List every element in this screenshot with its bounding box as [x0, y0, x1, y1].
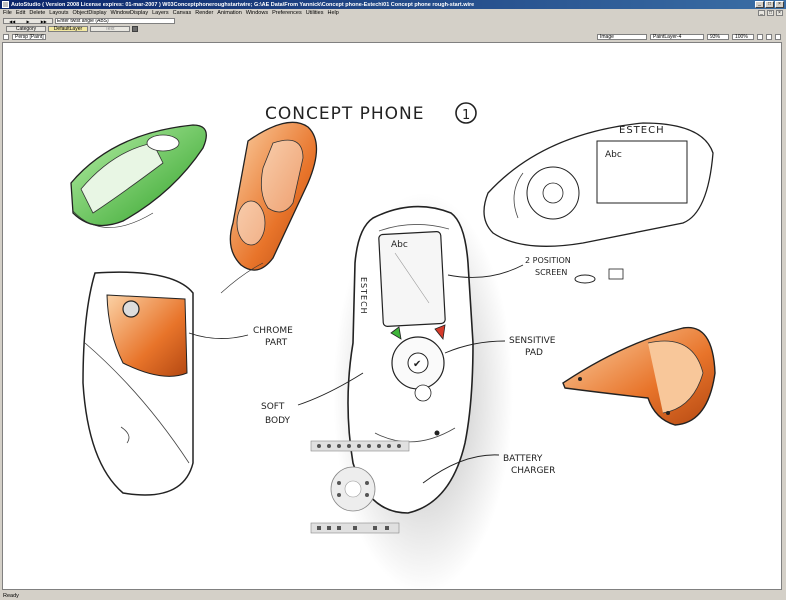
view-toggle[interactable]: [3, 34, 9, 40]
paint-layer-field[interactable]: PaintLayer-4: [650, 34, 704, 40]
tab-category[interactable]: Category: [6, 26, 46, 32]
svg-text:PAD: PAD: [525, 348, 543, 358]
view-name[interactable]: Persp [Paint]: [12, 34, 46, 40]
window-controls: _ □ ×: [755, 1, 784, 8]
playback-controls[interactable]: ◀◀ ▶ ▶▶: [3, 18, 53, 24]
layer-tab-bar: Category DefaultLayer Text: [0, 25, 786, 33]
label-battery-charger: BATTERY CHARGER: [422, 454, 555, 484]
concept-sketch: CONCEPT PHONE 1: [70, 102, 716, 589]
percent-field[interactable]: 100%: [732, 34, 754, 40]
menu-edit[interactable]: Edit: [15, 10, 26, 16]
doc-close-button[interactable]: ×: [776, 10, 783, 16]
title-bar: AutoStudio ( Version 2008 License expire…: [0, 0, 786, 9]
minimize-button[interactable]: _: [755, 1, 764, 8]
title-number: 1: [462, 108, 470, 123]
menu-layouts[interactable]: Layouts: [49, 10, 69, 16]
maximize-button[interactable]: □: [765, 1, 774, 8]
close-button[interactable]: ×: [775, 1, 784, 8]
title-circle: [455, 102, 477, 124]
label-chrome-part: CHROME PART: [188, 326, 293, 348]
canvas-option-1[interactable]: [757, 34, 763, 40]
forward-icon[interactable]: ▶▶: [40, 18, 47, 24]
zoom-field[interactable]: 93%: [707, 34, 729, 40]
play-icon[interactable]: ▶: [26, 18, 30, 24]
label-soft-body: SOFT BODY: [261, 372, 364, 426]
canvas-option-2[interactable]: [766, 34, 772, 40]
svg-text:SOFT: SOFT: [261, 402, 285, 412]
menu-animation[interactable]: Animation: [217, 10, 242, 16]
label-sensitive-pad: SENSITIVE PAD: [444, 336, 556, 358]
canvas-option-3[interactable]: [775, 34, 781, 40]
tab-default-layer[interactable]: DefaultLayer: [48, 26, 88, 32]
canvas-header: Persp [Paint] Image PaintLayer-4 93% 100…: [0, 33, 786, 41]
sketch-canvas[interactable]: CONCEPT PHONE 1: [2, 42, 782, 590]
menu-canvas[interactable]: Canvas: [172, 10, 192, 16]
svg-text:PART: PART: [265, 338, 288, 348]
label-position-screen: 2 POSITION SCREEN: [447, 256, 571, 278]
app-icon: [2, 1, 9, 8]
menu-windowdisplay[interactable]: WindowDisplay: [110, 10, 149, 16]
svg-text:SCREEN: SCREEN: [535, 268, 567, 277]
menu-bar: File Edit Delete Layouts ObjectDisplay W…: [0, 9, 786, 17]
status-text: Ready: [3, 592, 19, 599]
brush-palette[interactable]: [310, 440, 410, 534]
svg-text:CHROME: CHROME: [253, 326, 293, 336]
svg-text:2 POSITION: 2 POSITION: [525, 256, 571, 265]
battery-charger-sketch: [562, 326, 716, 426]
menu-render[interactable]: Render: [195, 10, 214, 16]
window-title: AutoStudio ( Version 2008 License expire…: [11, 1, 475, 8]
menu-objectdisplay[interactable]: ObjectDisplay: [72, 10, 107, 16]
tab-text[interactable]: Text: [90, 26, 130, 32]
svg-text:CHARGER: CHARGER: [511, 466, 555, 476]
menu-preferences[interactable]: Preferences: [272, 10, 302, 16]
doc-minimize-button[interactable]: _: [758, 10, 765, 16]
mode-field[interactable]: Image: [597, 34, 647, 40]
layer-icon[interactable]: [132, 26, 138, 32]
screen-text-2: Abc: [605, 150, 622, 160]
side-view-sketch: [82, 271, 194, 496]
menu-windows[interactable]: Windows: [245, 10, 269, 16]
green-phone-sketch: [70, 124, 207, 228]
rewind-icon[interactable]: ◀◀: [9, 18, 16, 24]
command-input[interactable]: [55, 18, 175, 24]
menu-help[interactable]: Help: [327, 10, 339, 16]
doc-restore-button[interactable]: □: [767, 10, 774, 16]
brand-top: ESTECH: [619, 125, 665, 136]
brand-vertical: ESTECH: [359, 277, 368, 315]
wireframe-phone-sketch: Abc ESTECH: [483, 122, 714, 247]
svg-text:BODY: BODY: [265, 416, 291, 426]
screen-text: Abc: [391, 240, 408, 250]
menu-file[interactable]: File: [3, 10, 12, 16]
svg-text:BATTERY: BATTERY: [503, 454, 543, 464]
check-icon: ✔: [413, 359, 421, 370]
command-bar: ◀◀ ▶ ▶▶: [0, 17, 786, 25]
main-phone-sketch: Abc ESTECH ✔: [347, 205, 474, 514]
svg-text:SENSITIVE: SENSITIVE: [509, 336, 556, 346]
menu-delete[interactable]: Delete: [29, 10, 46, 16]
menu-utilities[interactable]: Utilities: [305, 10, 324, 16]
small-part-sketch: [574, 268, 624, 284]
sketch-title: CONCEPT PHONE: [265, 104, 425, 124]
status-bar: Ready: [0, 591, 786, 600]
orange-phone-sketch: [220, 121, 318, 294]
document-window-controls: _ □ ×: [758, 10, 783, 16]
menu-layers[interactable]: Layers: [152, 10, 169, 16]
